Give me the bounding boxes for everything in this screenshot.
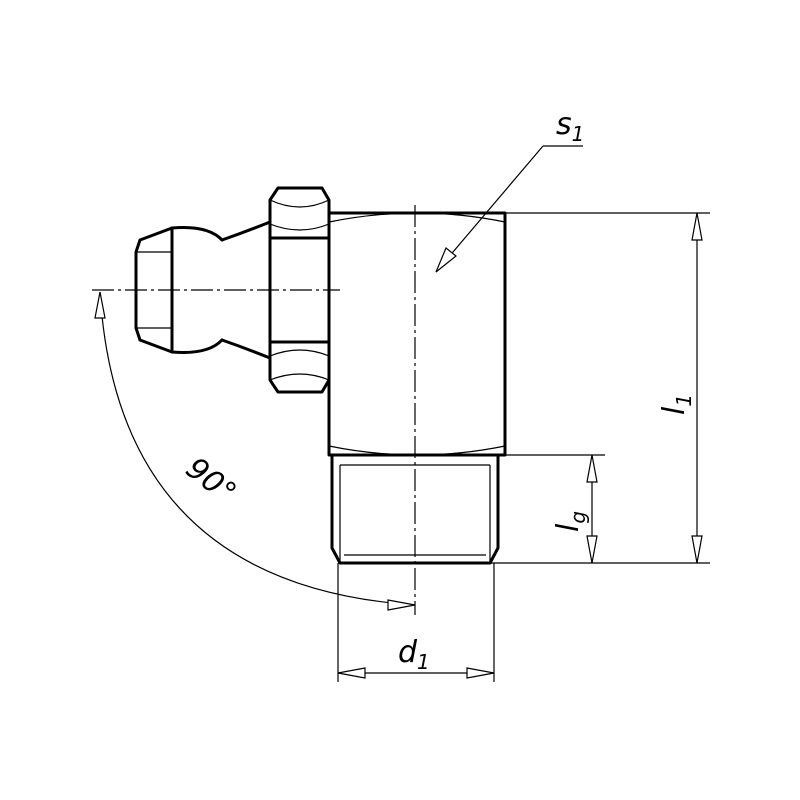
label-d1: d1: [398, 635, 430, 674]
label-s1: s1: [556, 107, 584, 146]
label-angle: 90°: [179, 451, 242, 511]
leader-s1: [435, 145, 583, 273]
thread: [330, 453, 500, 565]
dimension-lg: [498, 454, 605, 564]
nipple-head: [134, 220, 272, 360]
label-lg: lg: [551, 511, 590, 532]
dimension-d1: [337, 563, 495, 682]
body: [327, 211, 507, 457]
label-l1: l1: [657, 394, 696, 415]
angle-dimension: [94, 291, 416, 611]
hex-nut: [268, 186, 331, 394]
dimension-l1: [490, 212, 710, 564]
